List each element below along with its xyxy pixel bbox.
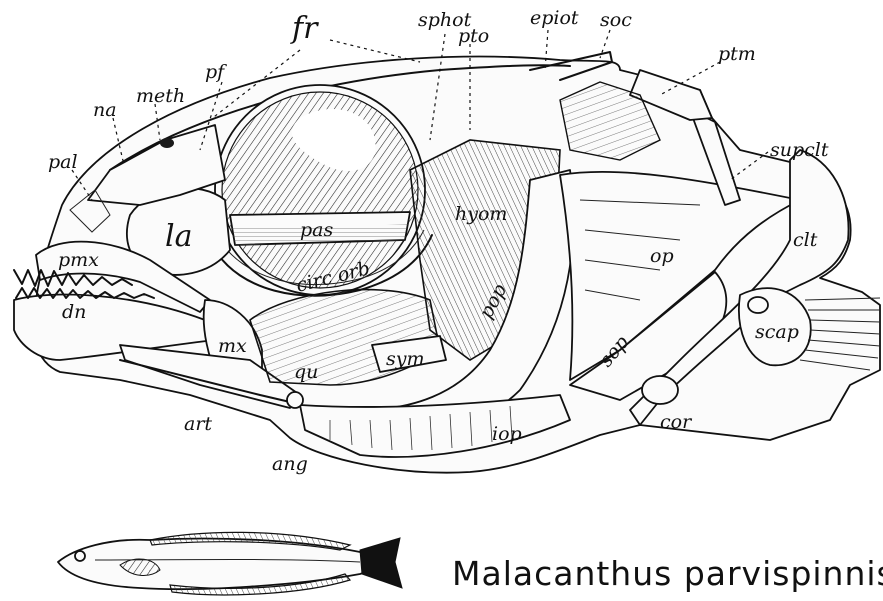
label-iop: iop xyxy=(492,423,522,445)
coracoid-foramen xyxy=(642,376,678,404)
label-qu: qu xyxy=(294,361,318,383)
skull-drawing xyxy=(14,52,880,473)
label-pf: pf xyxy=(205,61,227,83)
label-la: la xyxy=(165,219,192,254)
fish-caudal-fin xyxy=(360,538,402,588)
fish-eye xyxy=(75,551,85,561)
label-pal: pal xyxy=(48,151,78,173)
label-op: op xyxy=(650,245,674,267)
angular-knob xyxy=(287,392,303,408)
label-pas: pas xyxy=(300,219,333,241)
label-ang: ang xyxy=(272,453,308,475)
label-dn: dn xyxy=(62,301,86,323)
label-scap: scap xyxy=(755,321,799,343)
species-caption: Malacanthus parvispinnis xyxy=(452,554,883,593)
label-ptm: ptm xyxy=(718,43,756,65)
label-pto: pto xyxy=(458,25,489,47)
label-fr: fr xyxy=(290,11,319,46)
scapular-foramen xyxy=(748,297,768,313)
label-hyom: hyom xyxy=(455,203,507,225)
label-na: na xyxy=(93,99,117,121)
label-cor: cor xyxy=(660,411,693,433)
leader-fr-2 xyxy=(330,40,420,62)
label-soc: soc xyxy=(600,9,632,31)
nostril xyxy=(160,138,174,148)
label-supclt: supclt xyxy=(770,139,829,161)
label-sym: sym xyxy=(386,348,425,370)
whole-fish-sketch xyxy=(58,532,402,595)
label-clt: clt xyxy=(793,229,818,251)
label-meth: meth xyxy=(136,85,185,107)
label-pmx: pmx xyxy=(58,249,99,271)
label-art: art xyxy=(184,413,212,435)
label-mx: mx xyxy=(218,335,247,357)
label-epiot: epiot xyxy=(530,7,579,29)
